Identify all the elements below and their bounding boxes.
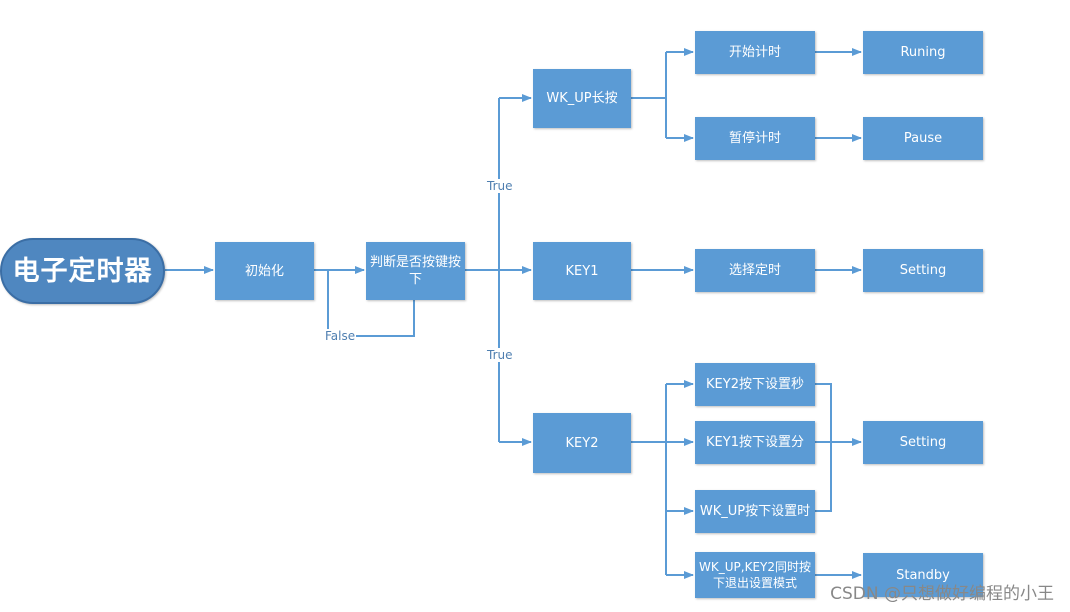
node-pause-timing: 暂停计时 xyxy=(695,117,815,160)
node-wkup-long-press: WK_UP长按 xyxy=(533,69,631,128)
node-judge-key: 判断是否按键按下 xyxy=(366,242,465,300)
node-key2: KEY2 xyxy=(533,413,631,473)
edge-false-loop xyxy=(327,270,415,337)
node-key1-set-minutes: KEY1按下设置分 xyxy=(695,421,815,464)
node-electronic-timer: 电子定时器 xyxy=(0,238,165,304)
watermark: CSDN @只想做好编程的小王 xyxy=(830,584,1054,604)
node-standby: Standby xyxy=(863,553,983,597)
label-false: False xyxy=(324,329,357,343)
node-key2-set-seconds: KEY2按下设置秒 xyxy=(695,363,815,406)
node-start-timing: 开始计时 xyxy=(695,31,815,74)
node-exit-setting-mode: WK_UP,KEY2同时按下退出设置模式 xyxy=(695,552,815,598)
label-true-top: True xyxy=(486,179,514,193)
node-select-timing: 选择定时 xyxy=(695,249,815,292)
edge-merge-bracket xyxy=(815,383,832,512)
node-running: Runing xyxy=(863,31,983,74)
label-true-bottom: True xyxy=(486,348,514,362)
node-pause: Pause xyxy=(863,117,983,160)
node-setting-key2: Setting xyxy=(863,421,983,464)
node-setting-key1: Setting xyxy=(863,249,983,292)
node-key1: KEY1 xyxy=(533,242,631,300)
node-wkup-set-hours: WK_UP按下设置时 xyxy=(695,490,815,533)
node-init: 初始化 xyxy=(215,242,314,300)
